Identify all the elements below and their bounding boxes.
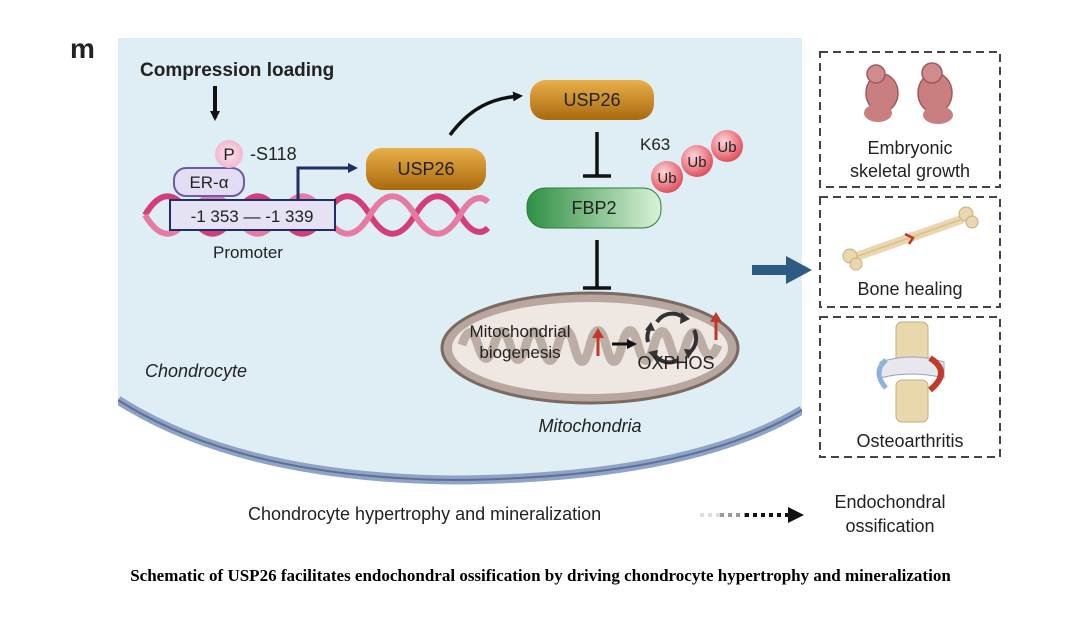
usp26-upper-label: USP26 [563, 90, 620, 110]
outcome-box-osteoarthritis: Osteoarthritis [819, 316, 1001, 458]
chondrocyte-label: Chondrocyte [145, 361, 247, 381]
ub-label-1: Ub [717, 139, 736, 156]
promoter-box [169, 199, 336, 231]
outcome-box-embryonic: Embryonic skeletal growth [819, 51, 1001, 188]
phosphate-circle [215, 140, 243, 168]
compression-loading-label: Compression loading [140, 60, 334, 81]
mitochondrion [440, 291, 740, 405]
legend-right-line1: Endochondral [834, 492, 945, 512]
fbp2-label: FBP2 [571, 198, 616, 218]
legend-right-line2: ossification [845, 516, 934, 536]
outcome-embryonic-line2: skeletal growth [850, 161, 970, 181]
usp26-pill-upper [530, 80, 654, 120]
figure-caption: Schematic of USP26 facilitates endochond… [130, 566, 951, 585]
oxphos-label: OXPHOS [637, 353, 714, 373]
er-alpha-label: ER-α [189, 173, 228, 192]
panel-label: m [70, 33, 95, 64]
bone-icon [842, 206, 979, 271]
usp26-pill-lower [366, 148, 486, 190]
phospho-site-label: -S118 [250, 144, 297, 164]
ub-circle-2 [681, 145, 713, 177]
outcome-bone-healing-label: Bone healing [857, 279, 962, 299]
mito-biogenesis-line1: Mitochondrial [469, 322, 570, 341]
transcription-arrow [296, 163, 358, 200]
ubiquitin-chain: Ub Ub Ub [651, 130, 743, 193]
translocation-arrow [448, 91, 523, 137]
k63-label: K63 [640, 135, 670, 154]
ub-circle-1 [711, 130, 743, 162]
embryo-icon [864, 62, 953, 124]
fbp2-pill [526, 187, 662, 229]
usp26-lower-label: USP26 [397, 159, 454, 179]
ub-circle-3 [651, 161, 683, 193]
mitochondria-label: Mitochondria [538, 416, 641, 436]
ub-label-2: Ub [687, 154, 706, 171]
outcome-box-bone-healing: Bone healing [819, 196, 1001, 308]
ub-label-3: Ub [657, 170, 676, 187]
promoter-region-text: -1 353 — -1 339 [191, 207, 314, 226]
legend-left-text: Chondrocyte hypertrophy and mineralizati… [248, 504, 601, 524]
mito-biogenesis-line2: biogenesis [479, 343, 560, 362]
promoter-label: Promoter [213, 243, 283, 262]
outcome-arrow [752, 256, 812, 284]
outcome-osteoarthritis-label: Osteoarthritis [856, 431, 963, 451]
knee-joint-icon [876, 321, 945, 423]
phospho-p-label: P [223, 145, 234, 164]
legend-dotted-arrow [700, 507, 804, 523]
outcome-embryonic-line1: Embryonic [867, 138, 952, 158]
er-alpha-receptor [173, 167, 245, 197]
